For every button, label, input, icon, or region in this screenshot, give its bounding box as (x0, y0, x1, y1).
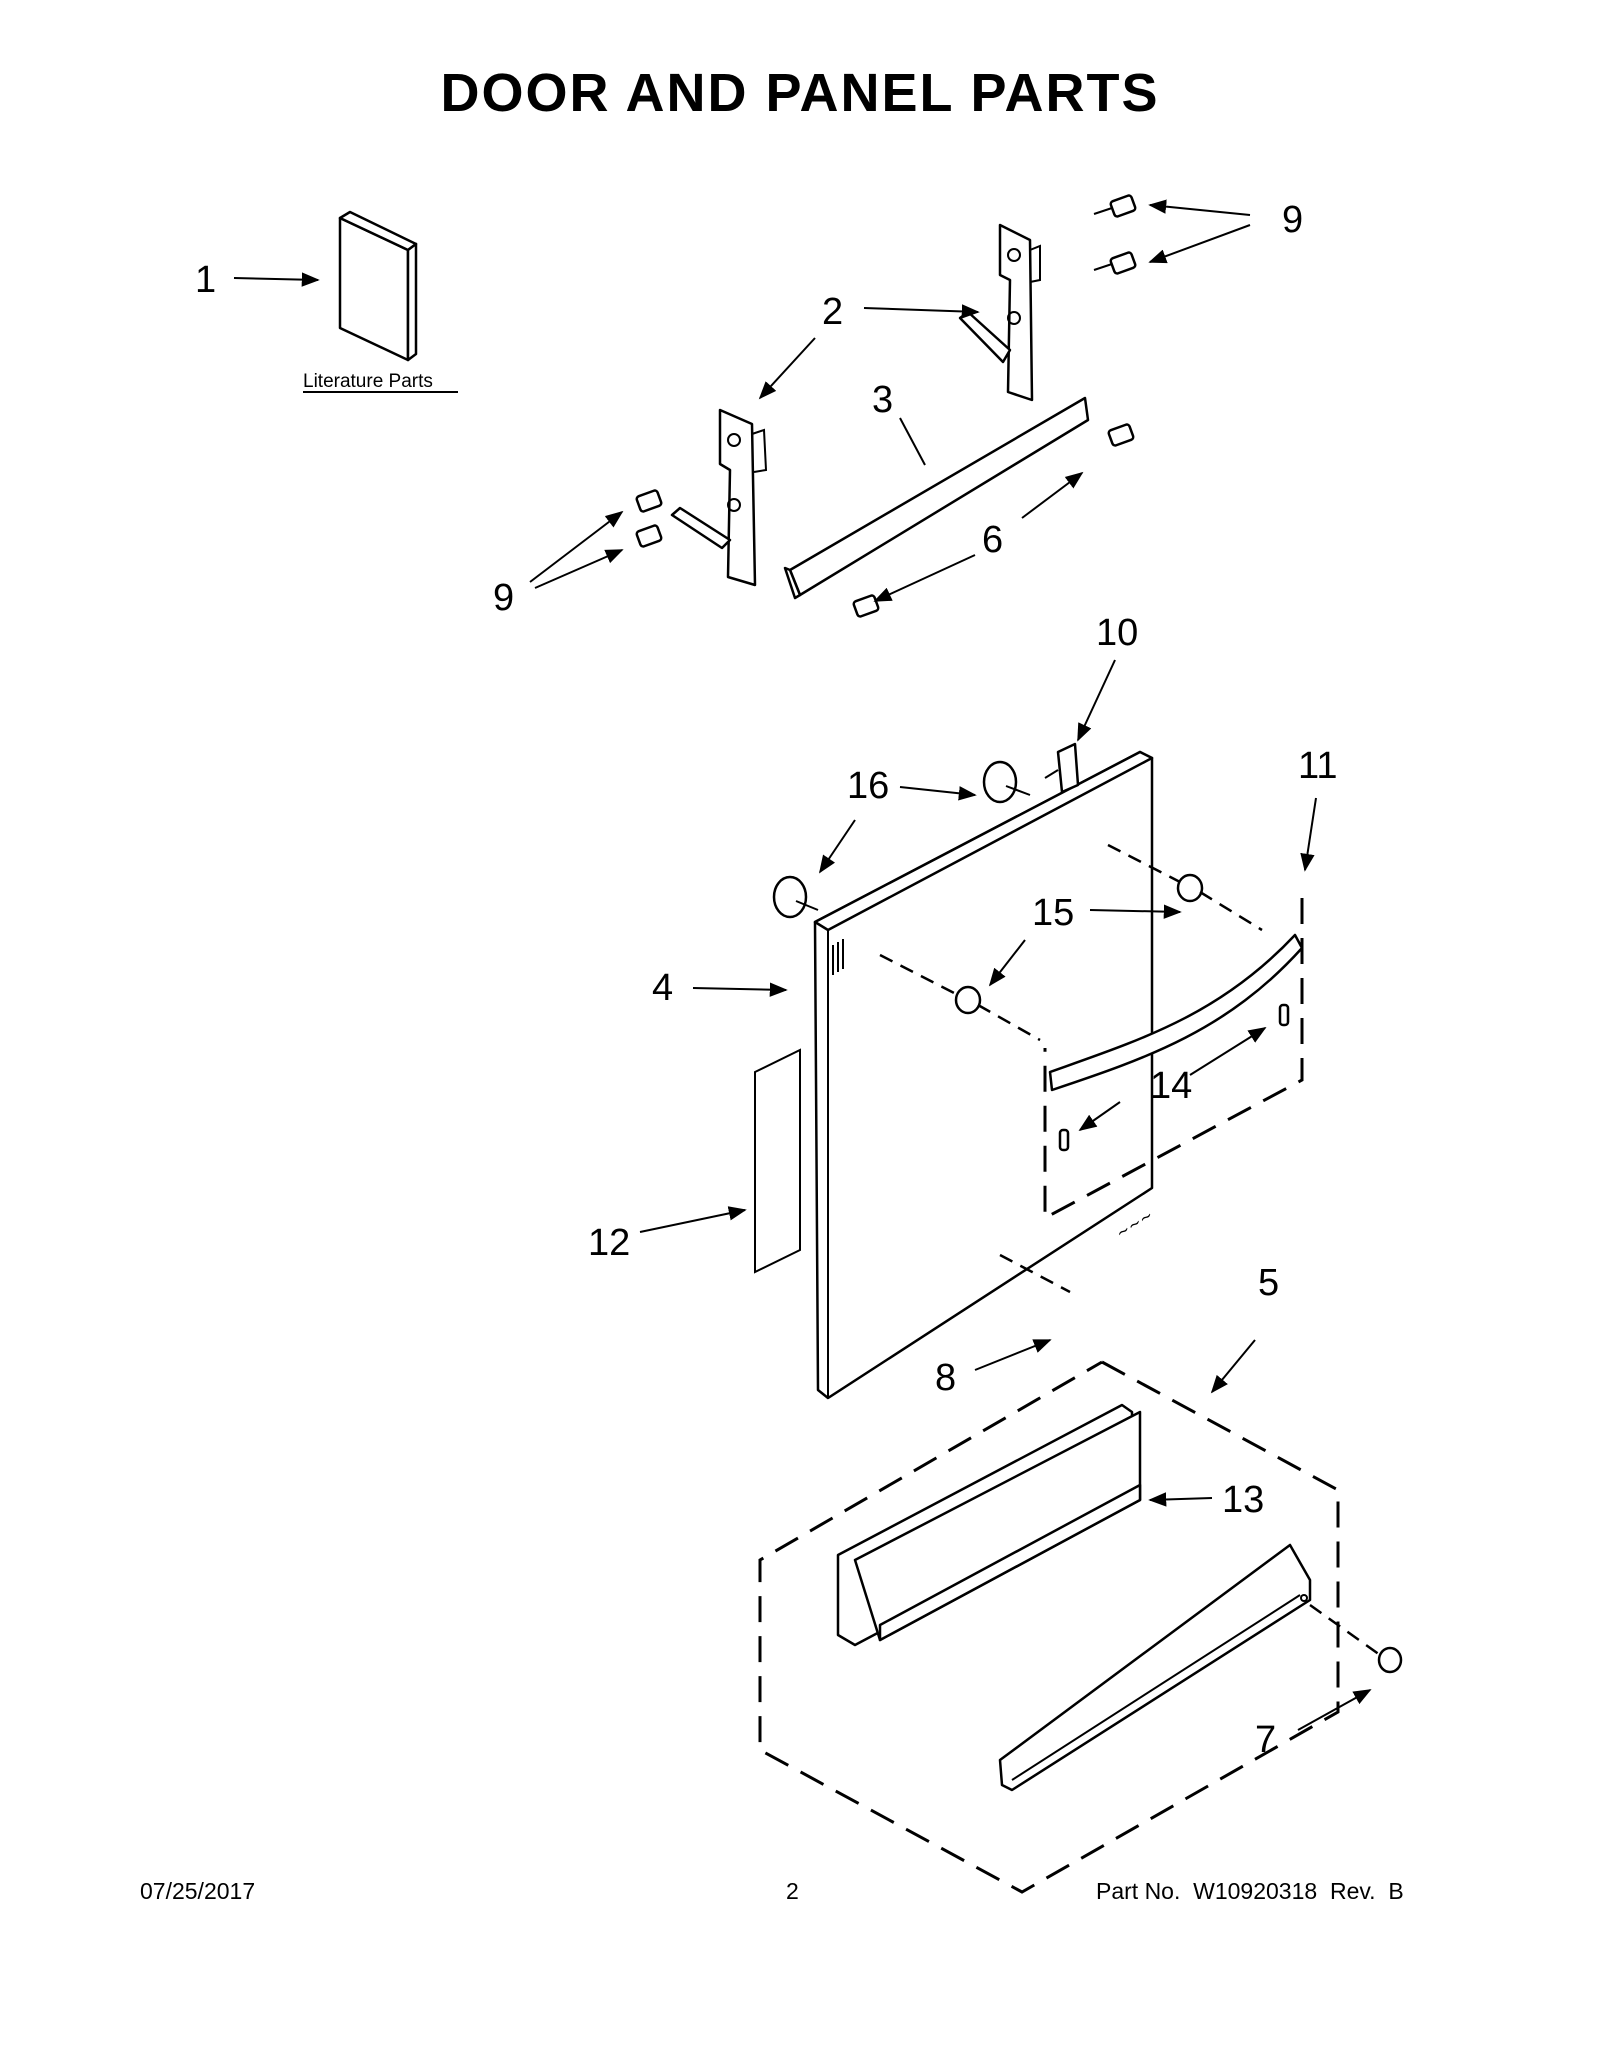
callout-11: 11 (1298, 745, 1337, 787)
badge-path (999, 1253, 1071, 1294)
handle-pin-right (1278, 1003, 1290, 1027)
callout-15: 15 (1032, 892, 1074, 934)
mount-path-left (879, 953, 959, 997)
callout-10: 10 (1096, 612, 1138, 654)
callout-13: 13 (1222, 1479, 1264, 1521)
outer-door-panel: ~~~ (813, 750, 1156, 1400)
handle-assembly-outline (1043, 898, 1304, 1221)
footer-date: 07/25/2017 (140, 1878, 256, 1904)
toe-panel-assembly-outline (758, 1360, 1340, 1894)
screw-9-top-2 (1093, 251, 1137, 275)
screw-9-top-1 (1093, 194, 1137, 218)
strap-channel (783, 396, 1090, 600)
page-title: DOOR AND PANEL PARTS (440, 63, 1160, 123)
literature-label: Literature Parts (303, 371, 433, 392)
callout-1: 1 (195, 259, 216, 301)
footer-page-number: 2 (786, 1878, 799, 1904)
callout-16: 16 (847, 765, 889, 807)
door-handle (1048, 933, 1304, 1092)
callout-14: 14 (1150, 1065, 1192, 1107)
toe-panel-insulation (836, 1403, 1142, 1647)
door-latch (1044, 742, 1080, 794)
callout-8: 8 (935, 1357, 956, 1399)
screw-6-right (1107, 423, 1135, 447)
callout-3: 3 (872, 379, 893, 421)
callout-9-top: 9 (1282, 199, 1303, 241)
handle-mount-left (954, 985, 982, 1015)
callout-6: 6 (982, 519, 1003, 561)
toe-panel (998, 1543, 1312, 1792)
toe-panel-screw (1309, 1603, 1403, 1674)
literature-booklet (338, 210, 418, 362)
mount-path-right-2 (1199, 890, 1263, 932)
callout-2: 2 (822, 291, 843, 333)
callout-4: 4 (652, 967, 673, 1009)
screw-9-left-2 (635, 524, 663, 548)
footer-part-number: Part No. W10920318 Rev. B (1096, 1878, 1404, 1904)
hinge-bracket-right (958, 223, 1041, 402)
callout-9-left: 9 (493, 577, 514, 619)
screw-9-left-1 (635, 489, 663, 513)
hinge-bracket-left (670, 408, 768, 587)
callout-7: 7 (1255, 1719, 1276, 1761)
leader-arrows (233, 199, 1372, 1731)
door-gasket (754, 1048, 801, 1274)
handle-mount-right (1176, 873, 1204, 903)
bumper-16-left (772, 875, 819, 919)
mount-path-right (1107, 843, 1181, 884)
mount-path-left-2 (977, 1003, 1041, 1042)
callout-5: 5 (1258, 1262, 1279, 1304)
callout-12: 12 (588, 1222, 630, 1264)
handle-pin-left (1058, 1128, 1070, 1152)
vent-slots (832, 939, 844, 975)
bumper-16-top (982, 760, 1031, 804)
screw-6-left (852, 594, 880, 618)
